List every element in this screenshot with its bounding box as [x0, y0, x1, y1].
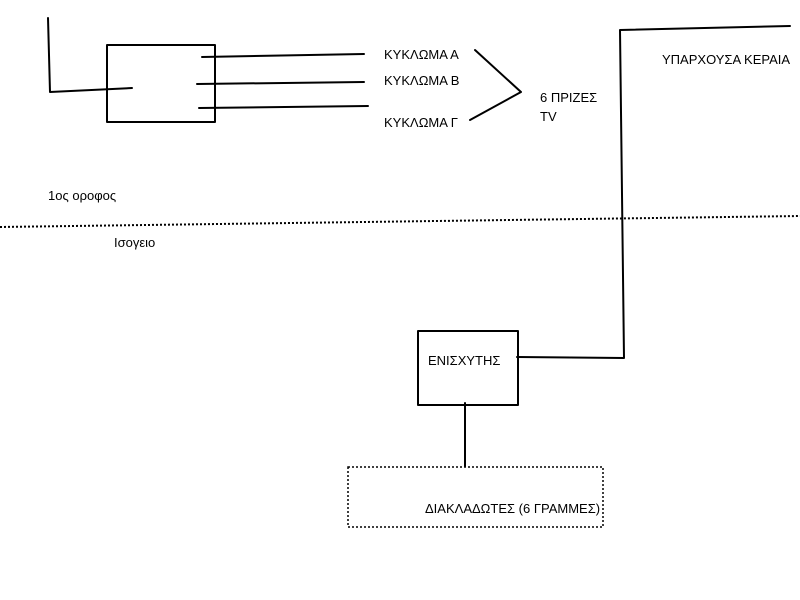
sockets-brace [469, 49, 522, 121]
antenna-cable [516, 25, 791, 359]
splitters-box [347, 466, 604, 528]
circuit-b-label: ΚΥΚΛΩΜΑ Β [384, 73, 460, 88]
sockets-label-line1: 6 ΠΡΙΖΕΣ [540, 90, 598, 105]
circuit-b-line [196, 81, 365, 85]
existing-antenna-label: ΥΠΑΡΧΟΥΣΑ ΚΕΡΑΙΑ [662, 52, 791, 67]
circuit-c-label: ΚΥΚΛΩΜΑ Γ [384, 115, 458, 130]
incoming-cable [47, 17, 133, 93]
circuit-a-line [201, 53, 365, 58]
circuit-c-line [198, 105, 369, 109]
amplifier-label: ΕΝΙΣΧΥΤΗΣ [428, 353, 501, 368]
ground-floor-label: Ισογειο [114, 235, 156, 250]
splitters-label: ΔΙΑΚΛΑΔΩΤΕΣ (6 ΓΡΑΜΜΕΣ) [425, 501, 601, 516]
amplifier-box [417, 330, 519, 406]
sockets-label-line2: TV [540, 109, 557, 124]
first-floor-label: 1ος οροφος [48, 188, 117, 203]
circuit-a-label: ΚΥΚΛΩΜΑ Α [384, 47, 459, 62]
floor-separator [0, 215, 800, 228]
